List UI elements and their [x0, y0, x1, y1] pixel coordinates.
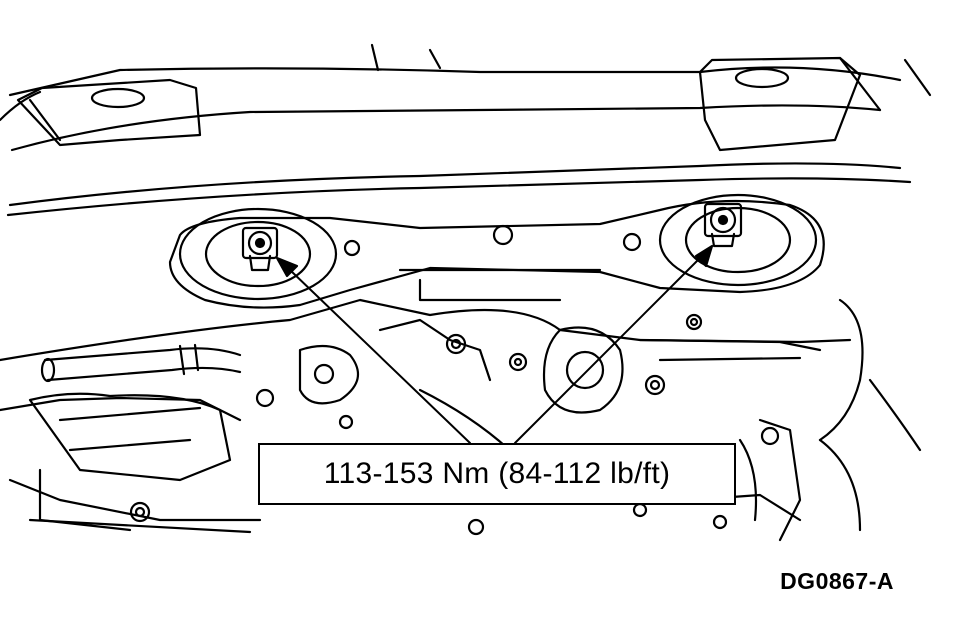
left-mount-bracket — [16, 78, 202, 147]
small-bolts — [129, 313, 780, 536]
left-insulator-nut — [241, 226, 279, 272]
crossmember — [0, 43, 932, 217]
right-mount-bracket — [698, 56, 882, 152]
hose-tube — [40, 343, 242, 383]
transmission-assembly — [0, 298, 922, 542]
leader-arrows — [275, 244, 714, 444]
right-insulator-nut — [703, 202, 743, 248]
torque-spec-label: 113-153 Nm (84-112 lb/ft) — [323, 457, 671, 490]
figure-id-label: DG0867-A — [780, 568, 894, 594]
mount-plate — [168, 193, 825, 309]
torque-callout-box: 113-153 Nm (84-112 lb/ft) — [258, 443, 736, 505]
